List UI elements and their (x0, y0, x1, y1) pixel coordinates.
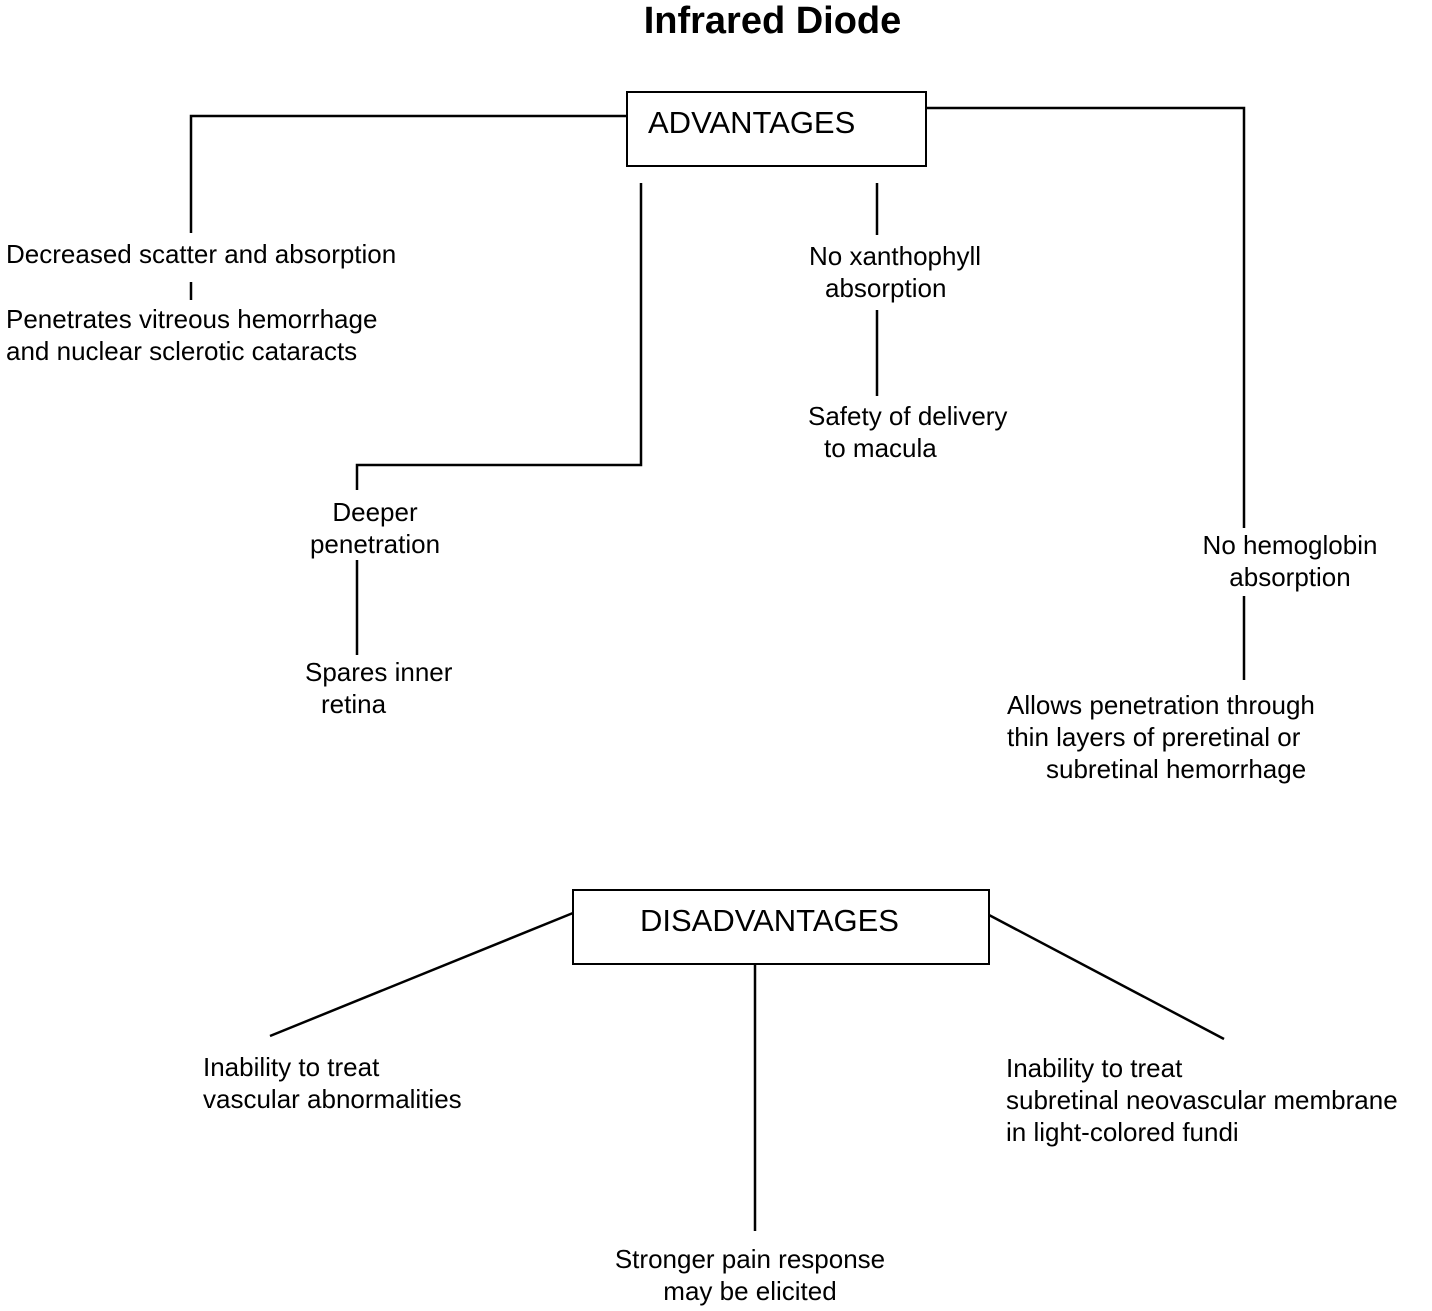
scatter-label-line1: Decreased scatter and absorption (6, 239, 397, 269)
pain-label-line2: may be elicited (663, 1276, 837, 1306)
deeper-penetration-label: Deeper penetration (295, 496, 455, 560)
connector-advantages-to-hemoglobin (926, 106, 1246, 528)
vitreous-label: Penetrates vitreous hemorrhage and nucle… (6, 303, 377, 367)
membrane-label-line1: Inability to treat (1006, 1053, 1183, 1083)
spares-retina-label: Spares inner retina (305, 656, 452, 720)
advantages-heading: ADVANTAGES (648, 105, 856, 140)
spares-label-line1: Spares inner (305, 657, 453, 687)
hemoglobin-label-line2: absorption (1229, 562, 1351, 592)
xanthophyll-label-line1: No xanthophyll (809, 241, 981, 271)
vascular-label-line2: vascular abnormalities (203, 1084, 462, 1114)
connector-disadvantages-to-vascular (269, 911, 574, 1038)
xanthophyll-label-line2: absorption (825, 273, 947, 303)
spares-label-line2: retina (321, 689, 387, 719)
vascular-abnormalities-label: Inability to treat vascular abnormalitie… (203, 1051, 462, 1115)
allows-label-line3: subretinal hemorrhage (1046, 754, 1307, 784)
deeper-label-line2: penetration (309, 529, 441, 559)
advantages-box: ADVANTAGES (626, 91, 927, 167)
membrane-label-line3: in light-colored fundi (1006, 1117, 1239, 1147)
vitreous-label-line1: Penetrates vitreous hemorrhage (6, 304, 378, 334)
neovascular-membrane-label: Inability to treat subretinal neovascula… (1006, 1052, 1398, 1148)
allows-penetration-label: Allows penetration through thin layers o… (1007, 689, 1315, 785)
pain-response-label: Stronger pain response may be elicited (590, 1243, 910, 1307)
disadvantages-box: DISADVANTAGES (572, 889, 990, 965)
vascular-label-line1: Inability to treat (203, 1052, 380, 1082)
vitreous-label-line2: and nuclear sclerotic cataracts (6, 336, 358, 366)
scatter-label: Decreased scatter and absorption (6, 238, 396, 270)
disadvantages-heading: DISADVANTAGES (640, 903, 899, 938)
safety-label-line1: Safety of delivery (808, 401, 1008, 431)
pain-label-line1: Stronger pain response (614, 1244, 886, 1274)
hemoglobin-label-line1: No hemoglobin (1202, 530, 1378, 560)
connector-advantages-to-deeper (355, 183, 643, 490)
connector-disadvantages-to-membrane (988, 913, 1225, 1041)
deeper-label-line1: Deeper (332, 497, 418, 527)
membrane-label-line2: subretinal neovascular membrane (1006, 1085, 1398, 1115)
hemoglobin-label: No hemoglobin absorption (1190, 529, 1390, 593)
diagram-title: Infrared Diode (643, 0, 902, 42)
safety-label-line2: to macula (824, 433, 937, 463)
xanthophyll-label: No xanthophyll absorption (809, 240, 981, 304)
safety-macula-label: Safety of delivery to macula (808, 400, 1007, 464)
allows-label-line2: thin layers of preretinal or (1007, 722, 1301, 752)
allows-label-line1: Allows penetration through (1007, 690, 1315, 720)
connector-advantages-to-scatter (189, 114, 626, 233)
